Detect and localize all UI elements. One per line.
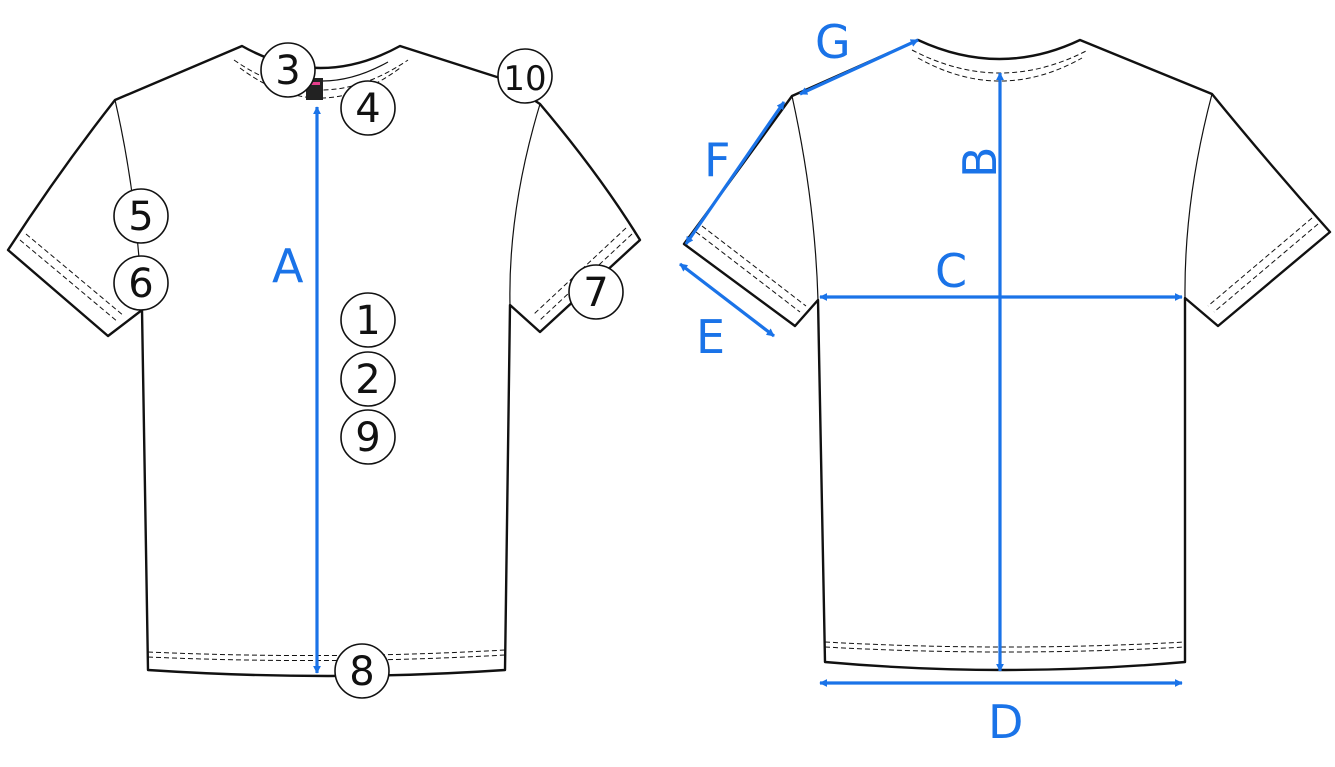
callout-3-label: 3 (275, 48, 300, 94)
front-hem-seam-2 (147, 654, 506, 662)
back-right-cuff-seam-2 (1207, 217, 1313, 307)
front-left-cuff-seam-2 (25, 233, 125, 317)
callout-2-label: 2 (355, 357, 380, 403)
front-hem-seam (147, 649, 506, 657)
back-left-armhole (791, 95, 819, 301)
callout-5-label: 5 (128, 194, 153, 240)
callout-5: 5 (113, 188, 169, 244)
measure-g-label: G (815, 15, 851, 69)
callout-10-label: 10 (503, 59, 546, 99)
measure-b-label: B (953, 146, 1007, 178)
callout-7: 7 (568, 264, 624, 320)
back-hem-seam-2 (824, 646, 1186, 653)
back-body-outline (682, 38, 1332, 672)
back-tshirt (682, 38, 1332, 672)
callout-6: 6 (113, 255, 169, 311)
neck-label-brand-mark (309, 82, 320, 85)
front-right-cuff-seam (539, 233, 633, 321)
measure-a-label: A (272, 239, 304, 293)
measure-d-label: D (988, 695, 1023, 749)
callout-10: 10 (497, 48, 553, 104)
back-right-cuff-seam (1213, 223, 1319, 313)
measure-g-arrow (799, 38, 919, 96)
callout-1-label: 1 (355, 298, 380, 344)
callout-2: 2 (340, 351, 396, 407)
callout-9-label: 9 (355, 415, 380, 461)
front-left-cuff-seam (19, 239, 119, 323)
front-body-outline (6, 44, 642, 678)
measure-e-arrow (679, 262, 775, 338)
measure-c-label: C (935, 244, 967, 298)
callout-7-label: 7 (583, 270, 608, 316)
callout-9: 9 (340, 409, 396, 465)
measure-e-label: E (696, 310, 725, 364)
measure-f-label: F (704, 133, 730, 187)
callout-4: 4 (340, 80, 396, 136)
front-right-armhole (509, 103, 541, 306)
callout-3: 3 (260, 42, 316, 98)
measure-f-arrow (684, 101, 786, 245)
callout-4-label: 4 (355, 86, 380, 132)
front-right-cuff-seam-2 (533, 227, 627, 315)
callout-1: 1 (340, 292, 396, 348)
back-right-armhole (1184, 93, 1213, 299)
callout-6-label: 6 (128, 261, 153, 307)
callout-8: 8 (334, 643, 390, 699)
front-tshirt (6, 44, 642, 678)
back-hem-seam (824, 641, 1186, 648)
callout-8-label: 8 (349, 649, 374, 695)
